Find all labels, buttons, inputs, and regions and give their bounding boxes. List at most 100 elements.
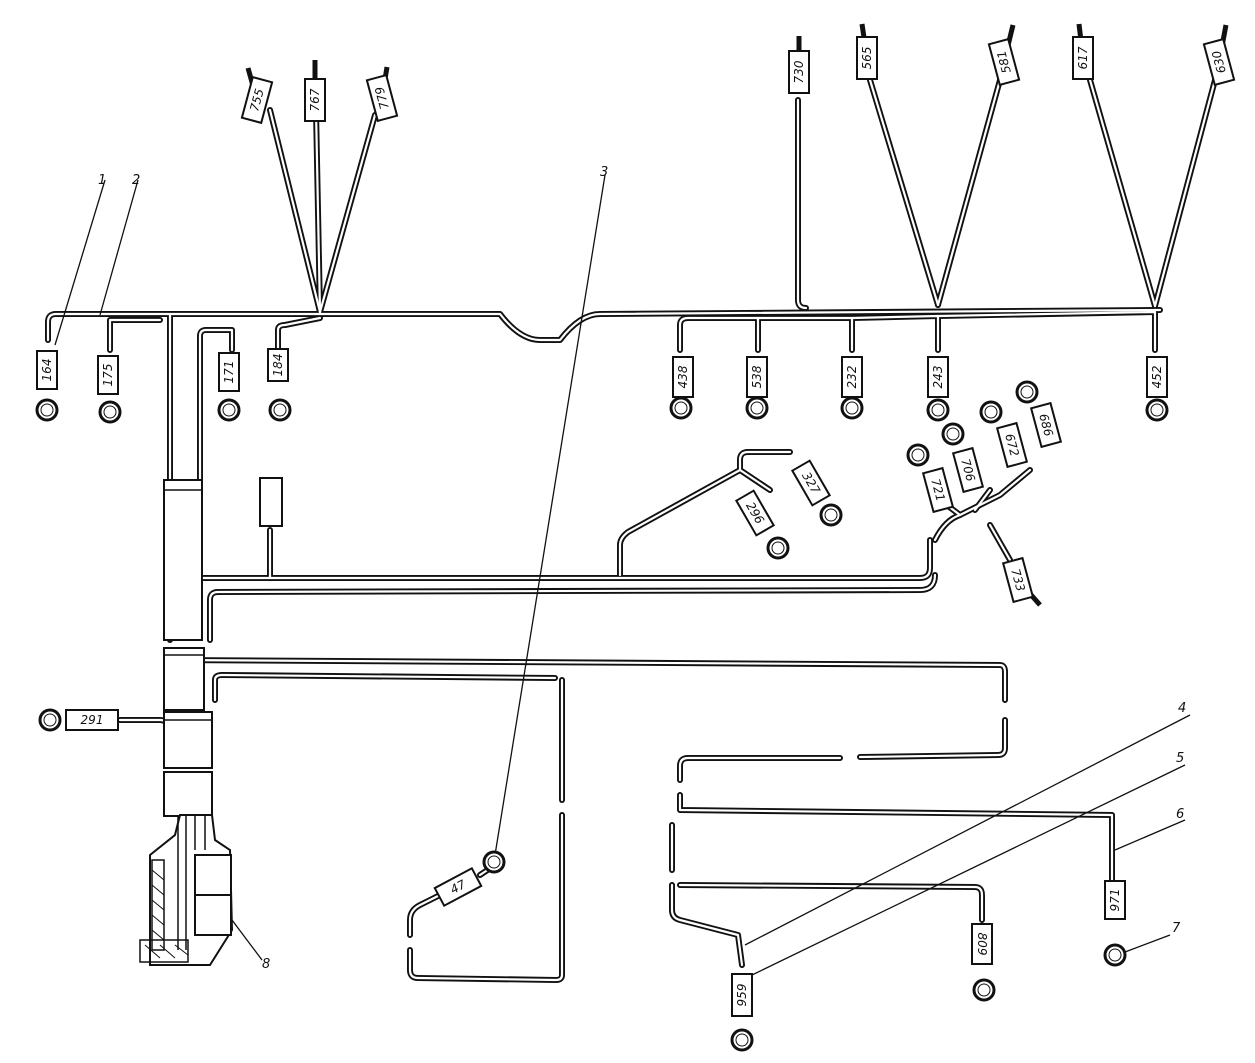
wire-tag-box-630 — [1202, 37, 1236, 87]
wire-core — [208, 573, 937, 642]
wire-segment — [167, 657, 1008, 703]
wire-core — [850, 314, 940, 352]
wire-segment — [755, 315, 855, 353]
wire-tag-label-291: 291 — [81, 713, 104, 727]
wire-tag-box-730 — [788, 50, 810, 94]
wire-segment — [677, 882, 985, 923]
wire-tag-label-438: 438 — [676, 365, 690, 388]
wire-tag-label-581: 581 — [994, 49, 1013, 75]
ring-terminal-hole-706 — [946, 427, 960, 441]
wire-tag-733: 733 — [1001, 556, 1035, 604]
wire-tag-438: 438 — [672, 356, 694, 398]
wire-core — [858, 718, 1007, 759]
wire-core — [276, 316, 322, 352]
wire-tag-label-243: 243 — [931, 366, 945, 389]
wire-segment — [669, 882, 745, 968]
wire-tag-label-184: 184 — [271, 354, 285, 377]
wire-segment — [677, 755, 843, 783]
wire-segment — [849, 313, 941, 353]
wire-core — [318, 113, 377, 314]
wire-core — [756, 316, 854, 352]
wire-segment — [207, 572, 938, 643]
wire-tag-label-630: 630 — [1209, 49, 1229, 75]
connector-plug — [139, 814, 234, 966]
main-bundle — [163, 479, 213, 817]
wire-tag-label-538: 538 — [750, 365, 764, 388]
wire-tag-175: 175 — [97, 355, 119, 395]
wire-tag-box-809 — [971, 923, 993, 965]
wire-core — [408, 893, 442, 937]
wire-tag-452: 452 — [1146, 356, 1168, 398]
ring-terminal-hole-243 — [931, 403, 945, 417]
wire-tag-291: 291 — [65, 709, 119, 731]
wire-tag-171: 171 — [218, 352, 240, 392]
ring-terminal-hole-175 — [103, 405, 117, 419]
wire-core — [936, 310, 1157, 352]
callout-8: 8 — [262, 957, 270, 972]
wire-tag-label-733: 733 — [1008, 567, 1027, 593]
wire-core — [988, 523, 1012, 562]
ring-terminal-hole-672 — [984, 405, 998, 419]
wire-core — [408, 813, 564, 982]
wire-core — [268, 108, 322, 314]
wire-tag-label-232: 232 — [845, 366, 859, 389]
wire-core — [738, 450, 792, 472]
wire-core — [618, 468, 772, 577]
wire-core — [198, 538, 932, 580]
wire-tag-label-171: 171 — [222, 361, 236, 384]
ring-terminal-hole-438 — [674, 401, 688, 415]
ring-terminal-hole-959 — [735, 1033, 749, 1047]
wire-core — [670, 883, 744, 967]
wire-tag-box-617 — [1072, 36, 1094, 80]
wire-tag-label-565: 565 — [860, 47, 874, 70]
wire-core — [678, 883, 984, 922]
wire-tag-box-47 — [433, 866, 483, 908]
wire-tag-184: 184 — [267, 348, 289, 382]
wire-core — [198, 328, 234, 577]
ring-terminal-hole-538 — [750, 401, 764, 415]
callout-4: 4 — [1178, 701, 1186, 716]
callout-7: 7 — [1172, 921, 1181, 936]
wire-tag-label-164: 164 — [40, 359, 54, 382]
ring-terminal-hole-327 — [824, 508, 838, 522]
ring-terminal-327 — [819, 503, 843, 527]
ring-terminal-291 — [38, 708, 62, 732]
ring-terminal-452 — [1145, 398, 1169, 422]
wire-core — [1088, 78, 1157, 308]
wire-tag-box-565 — [856, 36, 878, 80]
wire-tag-box-686 — [1029, 401, 1063, 449]
ring-terminal-175 — [98, 400, 122, 424]
wire-tag-box-581 — [987, 37, 1021, 87]
wire-segment — [857, 717, 1008, 760]
wire-tag-label-672: 672 — [1002, 432, 1021, 458]
ring-terminal-hole-164 — [40, 403, 54, 417]
wire-core — [168, 658, 1007, 702]
ring-terminal-184 — [268, 398, 292, 422]
wire-tag-767: 767 — [304, 78, 326, 122]
wire-segment — [107, 317, 163, 353]
wire-segment — [212, 672, 558, 703]
ring-terminal-hole-452 — [1150, 403, 1164, 417]
ring-terminal-hole-232 — [845, 401, 859, 415]
wire-tag-630: 630 — [1202, 37, 1236, 87]
wire-tag-686: 686 — [1029, 401, 1063, 449]
wire-tag-164: 164 — [36, 350, 58, 390]
wire-tag-label-617: 617 — [1076, 46, 1090, 69]
ring-terminal-232 — [840, 396, 864, 420]
wire-tag-box-721 — [921, 466, 955, 514]
wire-core — [678, 793, 1114, 882]
wire-core — [46, 308, 1162, 342]
ring-terminal-hole-686 — [1020, 385, 1034, 399]
wire-tag-label-755: 755 — [247, 87, 266, 113]
ring-terminal-959 — [730, 1028, 754, 1052]
wire-tag-779: 779 — [365, 73, 399, 123]
wire-tag-box-733 — [1001, 556, 1035, 604]
wire-tag-box-971 — [1104, 880, 1126, 920]
ring-terminal-686 — [1015, 380, 1039, 404]
wire-segment — [737, 449, 793, 473]
wire-core — [796, 98, 808, 310]
wire-segment — [197, 537, 933, 581]
wire-tag-box-706 — [951, 446, 985, 494]
harness-wires — [45, 77, 1218, 983]
callout-1: 1 — [98, 173, 106, 188]
